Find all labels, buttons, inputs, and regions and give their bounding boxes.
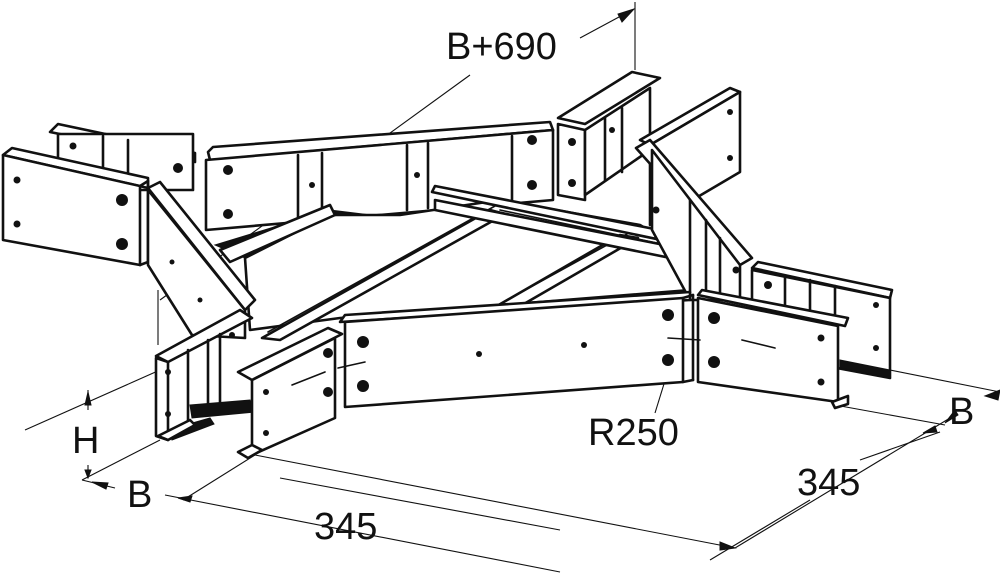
right-front-plate — [696, 288, 850, 410]
dim-width-right-label: B — [949, 391, 975, 433]
dim-bend-radius-label: R250 — [588, 412, 679, 454]
dim-length-right-label: 345 — [797, 462, 861, 504]
ladder-floor — [213, 184, 692, 342]
front-center-channel — [236, 326, 344, 460]
left-diagonal-arm — [146, 180, 257, 340]
top-right-rail — [556, 70, 662, 202]
dim-height-label: H — [72, 420, 100, 462]
right-diagonal-arm — [634, 138, 754, 302]
dim-overall-width-label: B+690 — [446, 26, 557, 68]
dim-width-left-label: B — [127, 474, 153, 516]
front-left-channel — [154, 308, 256, 442]
dim-length-front-label: 345 — [314, 506, 378, 548]
center-front-plate — [337, 290, 701, 409]
left-end-plate — [1, 146, 150, 267]
